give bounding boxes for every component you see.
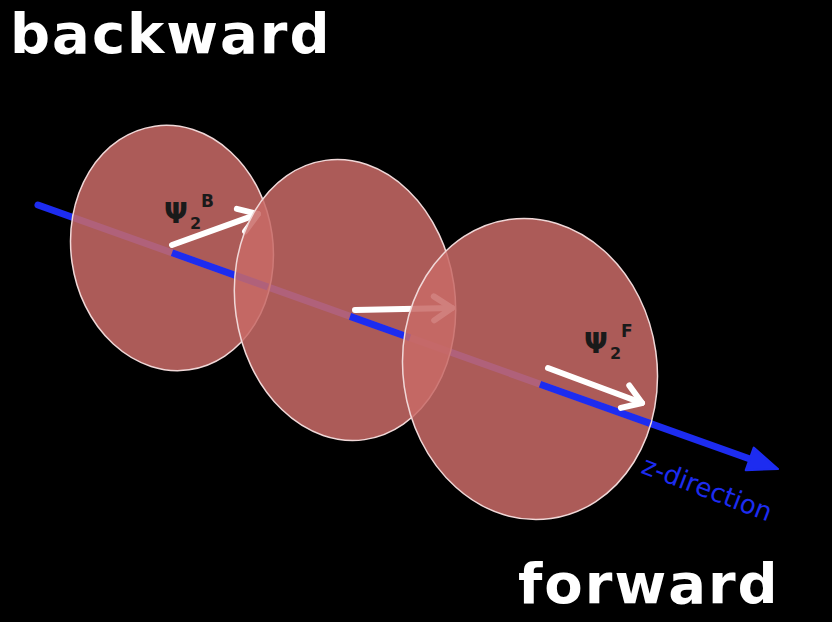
superscript-label: F	[621, 323, 633, 340]
region-label: backward	[10, 6, 332, 62]
z-axis-segment	[350, 316, 410, 337]
subscript-label: 2	[190, 216, 201, 232]
slice-ellipse	[383, 202, 677, 536]
z-axis-arrowhead	[746, 448, 778, 471]
symbol-label: Ψ	[164, 200, 188, 228]
plane-arrowhead	[621, 386, 642, 408]
subscript-label: 2	[610, 346, 621, 362]
superscript-label: B	[201, 193, 214, 210]
symbol-label: Ψ	[584, 330, 608, 358]
region-label: forward	[518, 556, 780, 612]
z-axis-segment	[540, 384, 650, 423]
